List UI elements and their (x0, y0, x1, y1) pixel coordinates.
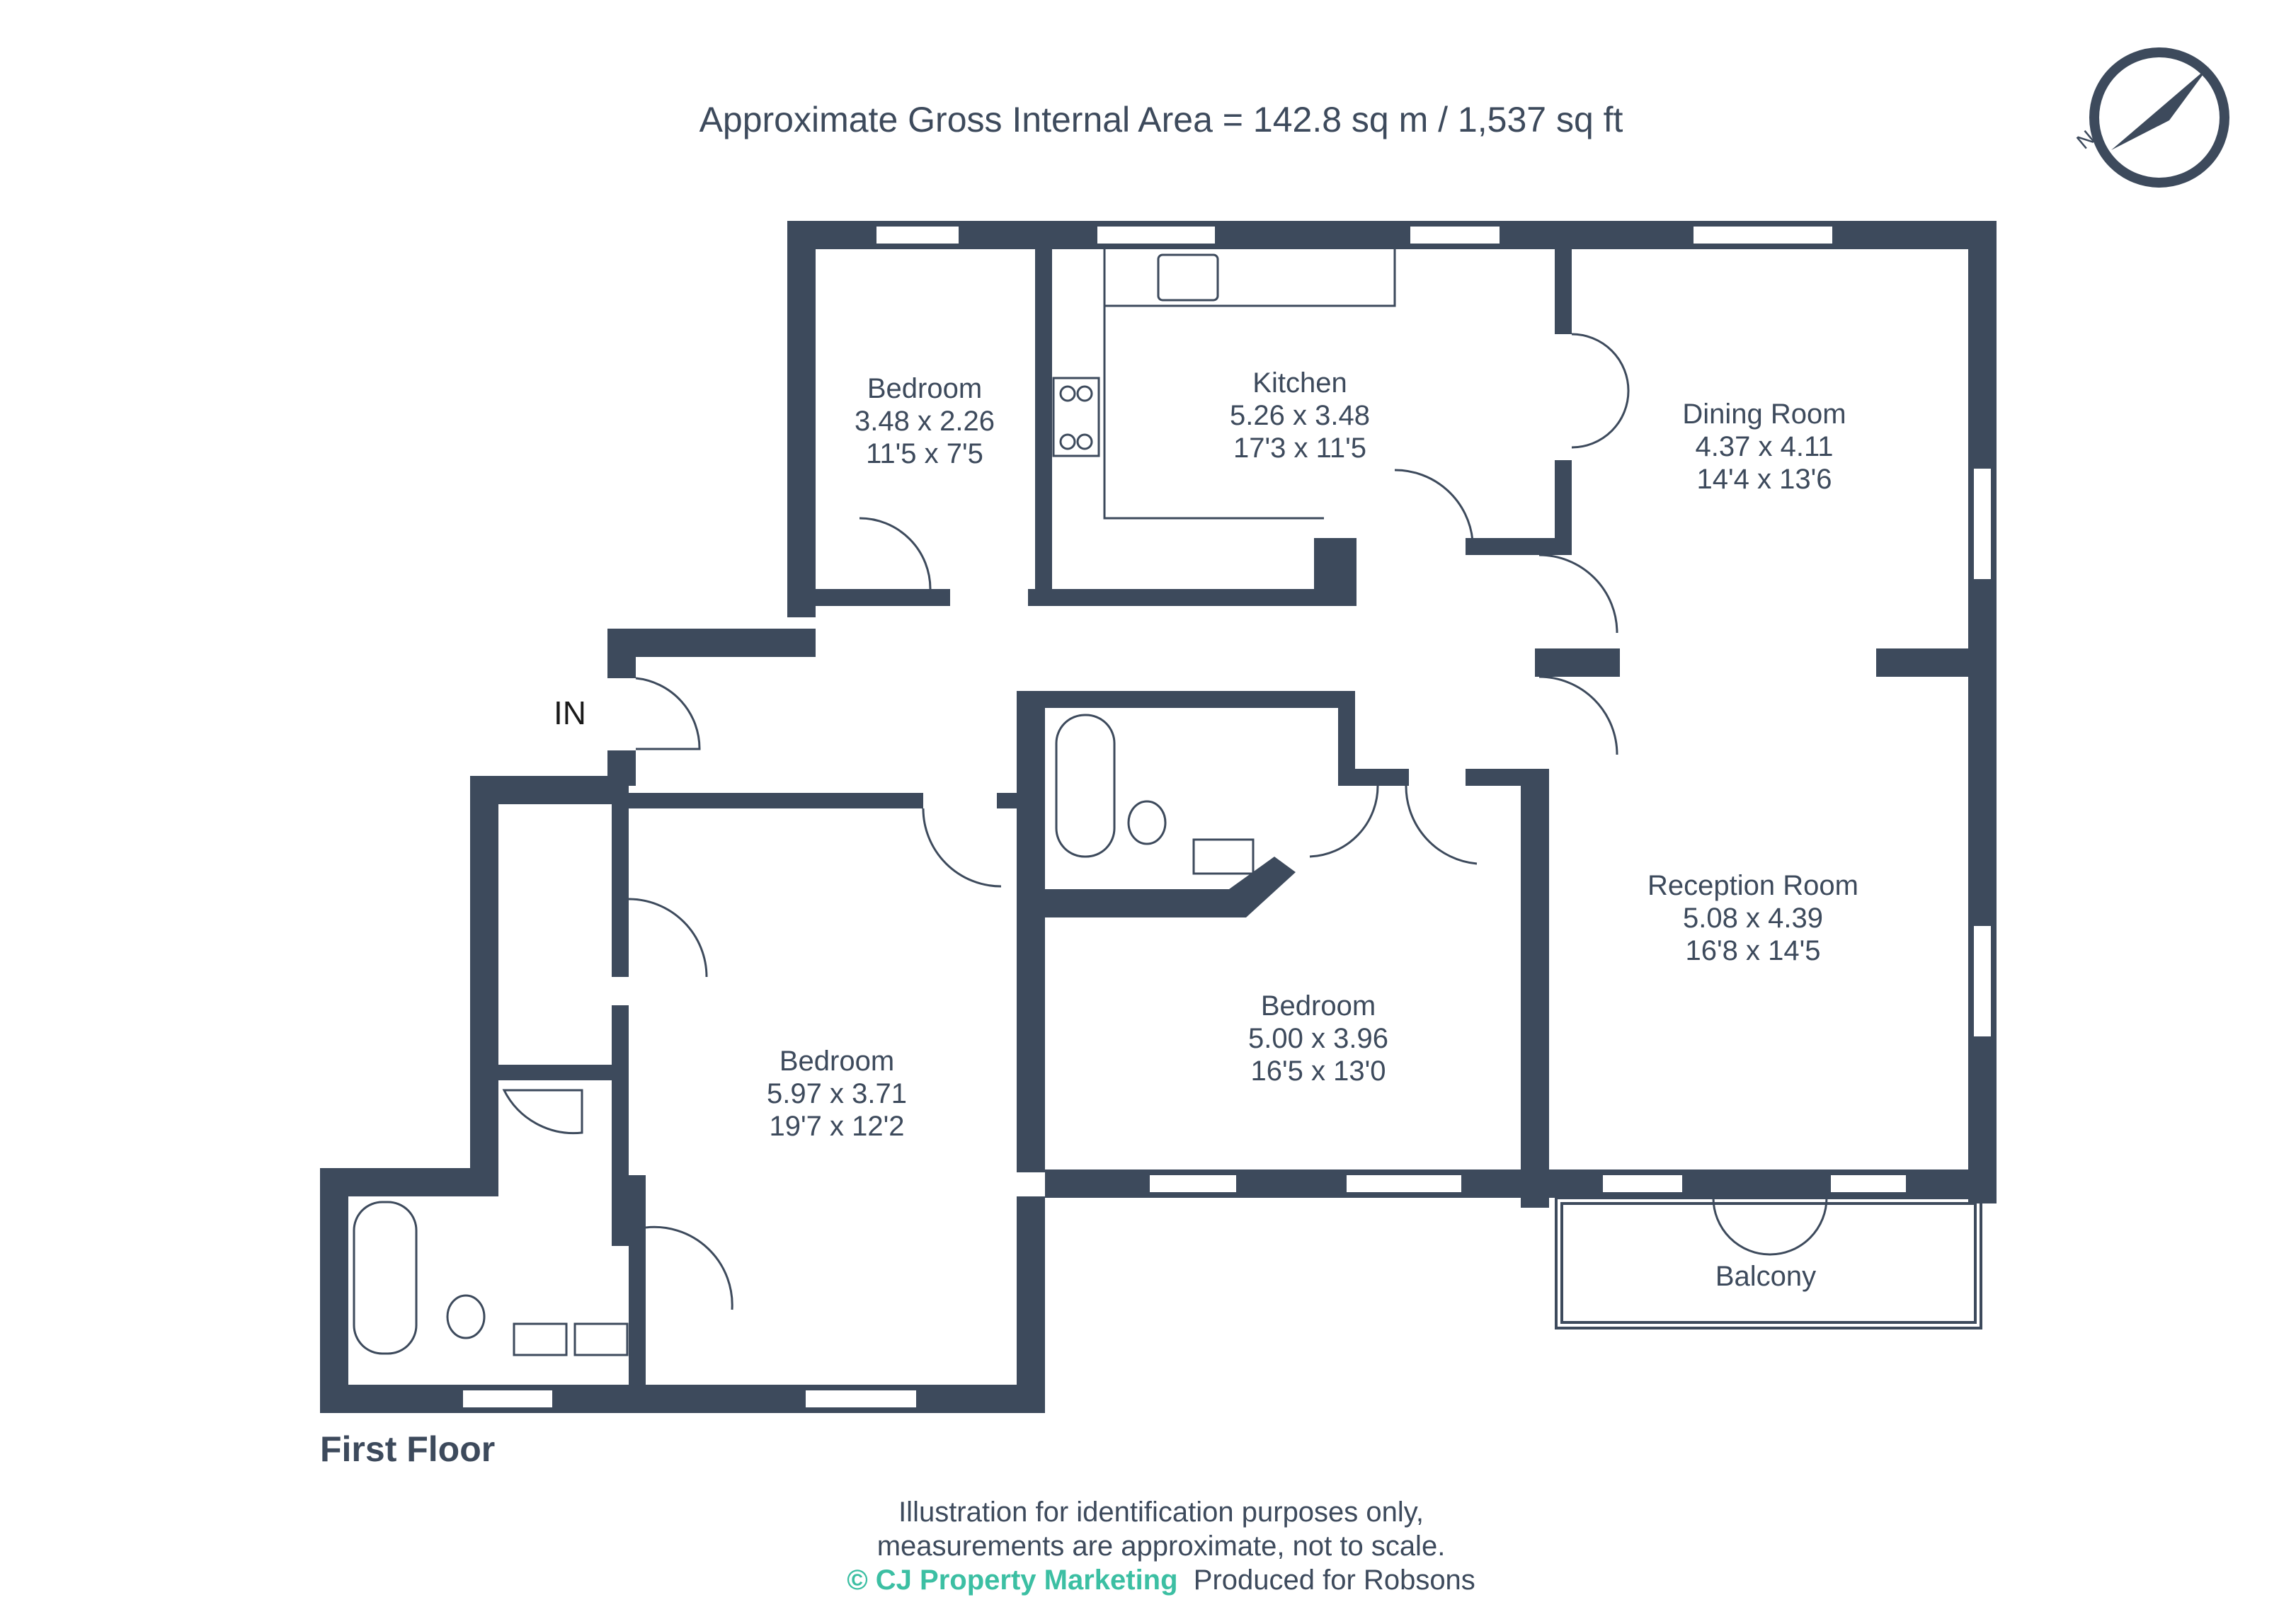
room-metric: 5.00 x 3.96 (1248, 1023, 1388, 1054)
room-label-bedroom-3: Bedroom 5.97 x 3.71 19'7 x 12'2 (767, 1045, 907, 1143)
footer-line-2: measurements are approximate, not to sca… (876, 1531, 1446, 1562)
footer-line-3: © CJ Property Marketing Produced for Rob… (847, 1563, 1475, 1597)
room-name: Reception Room (1647, 870, 1858, 901)
room-imperial: 14'4 x 13'6 (1696, 464, 1832, 495)
room-name: Bedroom (1260, 990, 1376, 1022)
room-imperial: 11'5 x 7'5 (866, 438, 983, 469)
balcony-label: Balcony (1715, 1260, 1816, 1293)
brand-credit: © CJ Property Marketing (847, 1565, 1178, 1596)
room-name: Dining Room (1682, 399, 1846, 430)
walls (320, 221, 1997, 1413)
room-name: Bedroom (779, 1046, 895, 1077)
balcony-name: Balcony (1715, 1261, 1817, 1292)
room-label-dining-room: Dining Room 4.37 x 4.11 14'4 x 13'6 (1682, 398, 1846, 496)
windows (460, 224, 1994, 1410)
room-label-reception-room: Reception Room 5.08 x 4.39 16'8 x 14'5 (1647, 869, 1858, 967)
room-name: Bedroom (867, 373, 983, 404)
room-imperial: 16'8 x 14'5 (1685, 935, 1821, 966)
room-label-kitchen: Kitchen 5.26 x 3.48 17'3 x 11'5 (1230, 367, 1370, 464)
room-metric: 5.97 x 3.71 (767, 1078, 907, 1109)
room-imperial: 19'7 x 12'2 (769, 1111, 905, 1142)
compass: N (2072, 47, 2229, 188)
footer: Illustration for identification purposes… (847, 1495, 1475, 1597)
produced-for: Produced for Robsons (1193, 1565, 1475, 1596)
entrance-label: IN (554, 694, 586, 731)
room-metric: 5.26 x 3.48 (1230, 400, 1370, 431)
room-metric: 4.37 x 4.11 (1695, 431, 1834, 462)
room-name: Kitchen (1252, 367, 1347, 399)
room-metric: 5.08 x 4.39 (1683, 903, 1823, 934)
area-title: Approximate Gross Internal Area = 142.8 … (699, 100, 1623, 139)
floor-label: First Floor (320, 1429, 496, 1469)
room-metric: 3.48 x 2.26 (855, 406, 995, 437)
room-imperial: 17'3 x 11'5 (1233, 433, 1366, 464)
room-label-bedroom-1: Bedroom 3.48 x 2.26 11'5 x 7'5 (855, 372, 995, 470)
room-label-bedroom-2: Bedroom 5.00 x 3.96 16'5 x 13'0 (1248, 990, 1388, 1087)
fixtures (353, 249, 1396, 1356)
doors (628, 333, 1828, 1310)
balcony (1555, 1196, 1982, 1329)
footer-line-1: Illustration for identification purposes… (898, 1497, 1424, 1528)
room-imperial: 16'5 x 13'0 (1250, 1056, 1386, 1087)
